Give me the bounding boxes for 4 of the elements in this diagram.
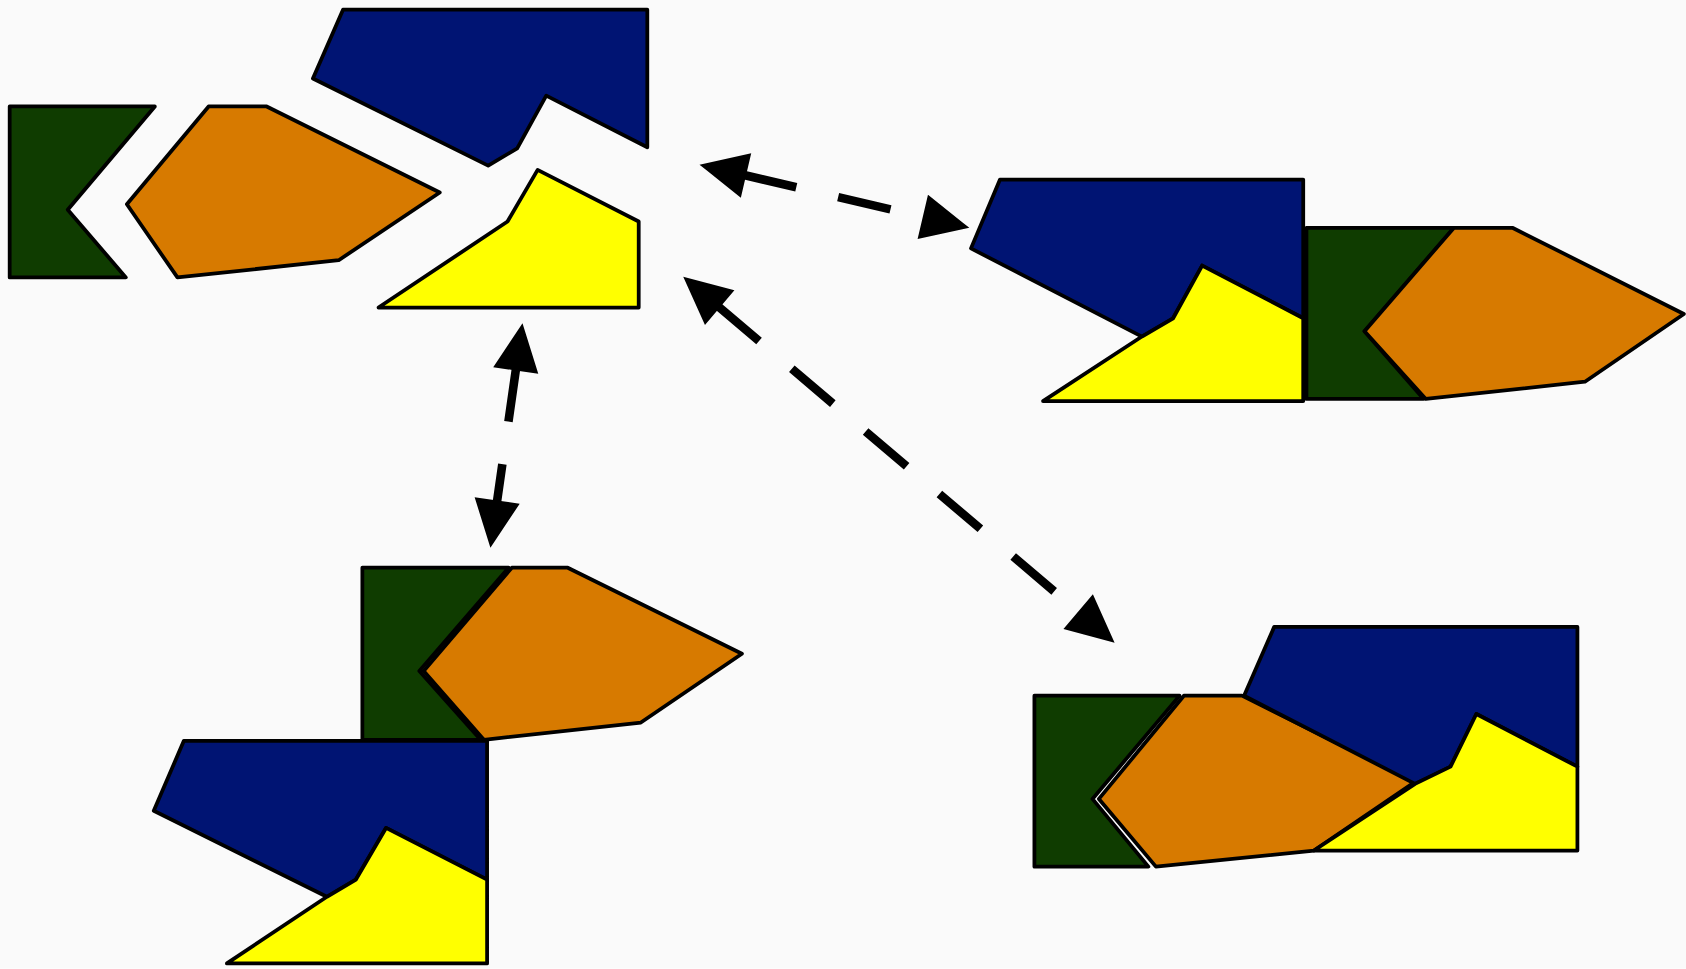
- puzzle-drawing: [151, 565, 744, 966]
- puzzle-drawing: [7, 7, 650, 310]
- puzzle-drawing: [1032, 625, 1580, 869]
- puzzle-drawing: [969, 177, 1686, 404]
